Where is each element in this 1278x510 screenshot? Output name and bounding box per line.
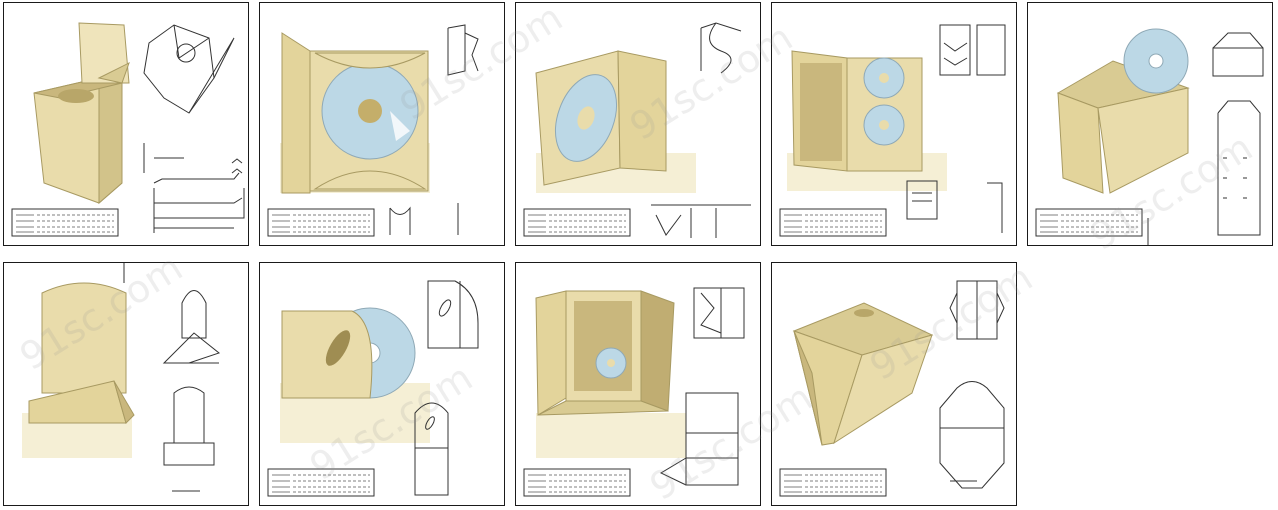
arched-display-stand-illustration bbox=[22, 263, 221, 492]
packaging-panel-cd-envelope-pack bbox=[1027, 2, 1273, 246]
cd-envelope-pack-illustration bbox=[1035, 28, 1264, 245]
packaging-panel-cd-folder-open bbox=[259, 2, 505, 246]
packaging-panel-cd-folder-frame bbox=[515, 262, 761, 506]
packaging-panel-double-cd-folder bbox=[771, 2, 1017, 246]
tuck-top-box-illustration bbox=[11, 22, 245, 237]
cd-folder-frame-illustration bbox=[523, 287, 745, 497]
packaging-panel-cd-sleeve bbox=[259, 262, 505, 506]
cd-folder-angled-illustration bbox=[523, 22, 751, 238]
packaging-panel-handle-carry-bag bbox=[771, 262, 1017, 506]
packaging-panel-arched-display-stand bbox=[3, 262, 249, 506]
packaging-panel-cd-folder-angled bbox=[515, 2, 761, 246]
handle-carry-bag-illustration bbox=[779, 280, 1005, 497]
packaging-panel-tuck-top-box bbox=[3, 2, 249, 246]
cd-sleeve-illustration bbox=[267, 280, 479, 497]
cd-folder-open-illustration bbox=[267, 24, 479, 237]
double-cd-folder-illustration bbox=[779, 24, 1006, 237]
